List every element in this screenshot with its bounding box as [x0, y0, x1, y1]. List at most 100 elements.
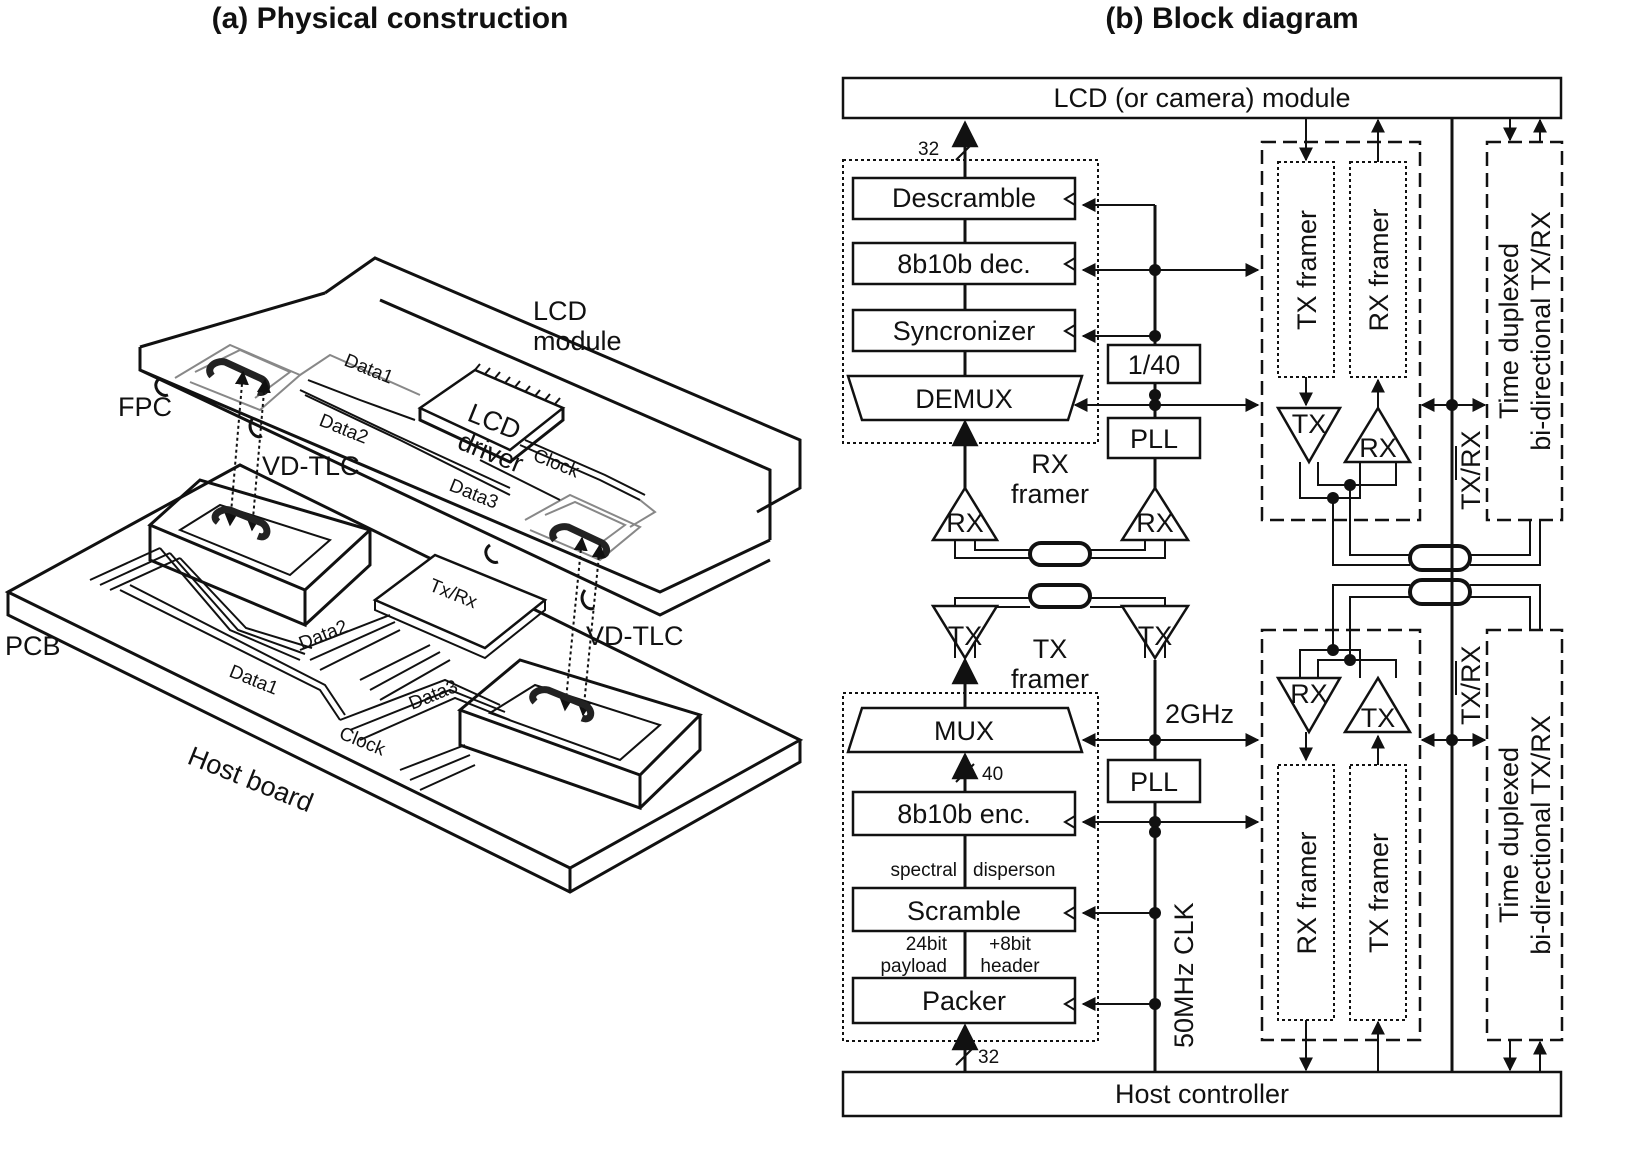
dec-label: 8b10b dec. — [897, 249, 1031, 279]
packer-box — [851, 976, 1077, 1025]
tx-amp-bottom-right-label: TX — [1361, 703, 1396, 733]
scramble-label: Scramble — [907, 896, 1021, 926]
synchronizer-label: Syncronizer — [893, 316, 1036, 346]
block-diagram: LCD (or camera) module Host controller 3… — [841, 76, 1564, 1118]
tx-framer-label-1: TX — [1033, 634, 1068, 664]
clock-inputs-rx — [1063, 192, 1076, 338]
rx-amp-top-right — [1342, 405, 1413, 464]
vd-tlc-bottom-label: VD-TLC — [586, 621, 684, 651]
rx-amp-left-label: RX — [946, 508, 984, 538]
rx-framer-bottom-label: RX framer — [1292, 831, 1322, 954]
host-controller-label: Host controller — [1115, 1079, 1289, 1109]
pll-top-label: PLL — [1130, 424, 1178, 454]
title-block: (b) Block diagram — [1105, 2, 1358, 35]
vd-tlc-connector-top — [154, 358, 271, 532]
tx-amp-top-right — [1275, 406, 1343, 465]
lcd-camera-module-box — [841, 76, 1563, 120]
txrx-chip — [372, 553, 548, 660]
vd-tlc-top-label: VD-TLC — [262, 451, 360, 481]
demux-box — [846, 374, 1084, 422]
time-duplexed-bottom-box — [1485, 628, 1564, 1042]
rx-framer-label-2: framer — [1011, 479, 1089, 509]
txrx-control-bottom: TX/RX — [1456, 645, 1486, 725]
pcb-label: PCB — [5, 631, 61, 661]
tx-amp-right-label: TX — [1138, 621, 1173, 651]
bus-width-32-top: 32 — [918, 139, 939, 160]
tx-framer-top-label: TX framer — [1292, 210, 1322, 330]
rx-clock-network — [1073, 198, 1260, 440]
payload-label-1: 24bit — [906, 934, 948, 955]
enc-box — [851, 790, 1077, 837]
synchronizer-box — [851, 308, 1077, 353]
tx-framer-bottom-box — [1349, 764, 1407, 1021]
descramble-label: Descramble — [892, 183, 1036, 213]
tx-framer-bottom-label: TX framer — [1364, 833, 1394, 953]
fpc-traces — [174, 343, 657, 562]
tx-amp-left — [930, 604, 1000, 661]
time-duplexed-top-box — [1485, 140, 1564, 522]
tx-link-coupler — [1028, 583, 1092, 609]
rx-link-coupler — [1028, 541, 1092, 567]
rx-amp-bottom-right — [1275, 676, 1343, 735]
disperson-label: disperson — [973, 860, 1055, 881]
tx-framer-top-box — [1277, 161, 1335, 378]
mux-label: MUX — [934, 716, 994, 746]
physical-construction: LCD module FPC LCD driver VD-TLC VD-TLC … — [4, 256, 804, 894]
tx-amp-left-label: TX — [948, 621, 983, 651]
tx-amp-top-right-label: TX — [1292, 409, 1327, 439]
tx-framer-label-2: framer — [1011, 664, 1089, 694]
fpc-plate — [138, 291, 771, 617]
data2-top-label: Data2 — [316, 410, 371, 448]
fpc-label: FPC — [118, 392, 172, 422]
lcd-driver-chip — [417, 363, 566, 464]
pcb-pad-right — [457, 658, 703, 811]
rx-amp-left — [930, 485, 1000, 542]
rx-framer-label-1: RX — [1031, 449, 1069, 479]
pcb-edge — [6, 592, 802, 894]
rx-amp-inputs — [954, 540, 1166, 559]
bus-slash-top — [955, 141, 975, 161]
fpc-edge — [379, 298, 772, 540]
clock-top-label: Clock — [530, 445, 582, 482]
transmitter-group — [842, 692, 1099, 1042]
enc-label: 8b10b enc. — [897, 799, 1031, 829]
data3-bottom-label: Data3 — [406, 676, 461, 714]
pcb-board — [4, 463, 804, 870]
rx-amp-right-label: RX — [1136, 508, 1174, 538]
pll-bottom-box — [1106, 758, 1202, 804]
lower-right-coupler — [1408, 578, 1472, 606]
divider-box — [1106, 343, 1202, 385]
pcb-traces — [119, 584, 511, 791]
bus-width-40: 40 — [982, 764, 1003, 785]
rx-amp-right — [1119, 485, 1191, 542]
bus-slash-bottom — [955, 1046, 975, 1066]
tx-amp-right — [1119, 604, 1191, 661]
host-controller-box — [841, 1070, 1563, 1118]
spectral-label: spectral — [890, 860, 957, 881]
ghz-label: 2GHz — [1165, 699, 1234, 729]
fpc-wires — [299, 379, 646, 501]
lcd-camera-module-label: LCD (or camera) module — [1053, 83, 1350, 113]
time-duplexed-bottom-label-2: bi-directional TX/RX — [1526, 715, 1556, 955]
pll-bottom-label: PLL — [1130, 767, 1178, 797]
upper-framer-group — [1260, 140, 1422, 522]
txrx-control-top: TX/RX — [1456, 430, 1486, 510]
title-physical: (a) Physical construction — [212, 2, 569, 35]
pcb-pad-left — [89, 478, 373, 661]
vd-tlc-connector-bottom — [484, 523, 610, 717]
tx-amp-bottom-right — [1342, 675, 1413, 734]
divider-label: 1/40 — [1128, 350, 1181, 380]
upper-right-coupler — [1408, 544, 1472, 572]
rx-framer-top-label: RX framer — [1364, 208, 1394, 331]
receiver-group — [842, 159, 1099, 444]
payload-label-2: payload — [880, 956, 947, 977]
lcd-module-label-2: module — [533, 326, 622, 356]
header-label-1: +8bit — [989, 934, 1031, 955]
lcd-module-label-1: LCD — [533, 296, 587, 326]
bus-width-32-bottom: 32 — [978, 1047, 999, 1068]
clk-label: 50MHz CLK — [1169, 902, 1199, 1048]
time-duplexed-bottom-label-1: Time duplexed — [1494, 747, 1524, 923]
bus-slash-40 — [955, 763, 975, 783]
tx-clock-network — [1081, 660, 1260, 1072]
